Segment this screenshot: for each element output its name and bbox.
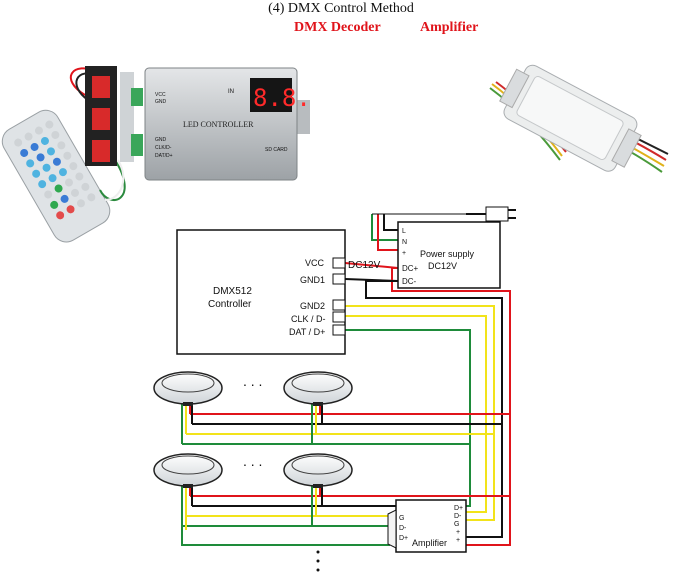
photo-sd-card-label: SD CARD bbox=[265, 147, 288, 153]
photo-in-label: IN bbox=[228, 89, 234, 95]
photo-device-name: LED CONTROLLER bbox=[183, 120, 254, 129]
amp-d-minus-in-label: D- bbox=[399, 525, 407, 532]
photo-gnd-top-label: GND bbox=[155, 99, 167, 105]
psu-dc-minus-label: DC- bbox=[402, 277, 417, 286]
controller-name-line2: Controller bbox=[208, 299, 252, 310]
amplifier-box: G D- D+ D+ D- G + + Amplifier bbox=[387, 499, 467, 553]
photo-dmx-decoder: 8.8. IN LED CONTROLLER VCC GND GND CLK/D… bbox=[144, 67, 311, 181]
amp-plus-out-label: + bbox=[456, 529, 460, 536]
amplifier-caption: Amplifier bbox=[420, 20, 479, 35]
amp-name-label: Amplifier bbox=[412, 538, 447, 548]
psu-name-line1: Power supply bbox=[420, 249, 475, 259]
psu-n-label: N bbox=[402, 239, 407, 246]
lamp-row-1: . . . bbox=[153, 371, 353, 406]
lamp-row-1-ellipsis: . . . bbox=[243, 373, 262, 389]
pool-lamp-icon bbox=[283, 453, 353, 488]
photo-amplifier bbox=[489, 64, 669, 173]
page-title: (4) DMX Control Method bbox=[268, 1, 414, 16]
psu-l-label: L bbox=[402, 228, 406, 235]
amp-d-minus-out-label: D- bbox=[454, 513, 462, 520]
pool-lamp-icon bbox=[153, 371, 223, 406]
psu-dc-plus-label: DC+ bbox=[402, 264, 419, 273]
lamp-row-2-ellipsis: . . . bbox=[243, 453, 262, 469]
photo-dat-label: DAT/D+ bbox=[155, 153, 173, 159]
continuation-dots bbox=[316, 550, 320, 572]
amp-g-in-label: G bbox=[399, 515, 404, 522]
dmx-decoder-caption: DMX Decoder bbox=[294, 20, 381, 35]
amp-g-out-label: G bbox=[454, 521, 459, 528]
photo-vcc-label: VCC bbox=[155, 92, 166, 98]
photo-clk-label: CLK/D- bbox=[155, 145, 172, 151]
controller-clk-label: CLK / D- bbox=[291, 314, 326, 324]
power-plug-icon bbox=[466, 206, 516, 222]
lamp-row-2: . . . bbox=[153, 453, 353, 488]
photo-gnd-label: GND bbox=[155, 137, 167, 143]
controller-gnd2-label: GND2 bbox=[300, 301, 325, 311]
controller-dat-label: DAT / D+ bbox=[289, 327, 325, 337]
photo-seven-segment-display: 8.8. bbox=[253, 84, 311, 112]
pool-lamp-icon bbox=[283, 371, 353, 406]
remote-control bbox=[1, 109, 111, 243]
photo-terminal-block bbox=[85, 66, 143, 166]
controller-dc-label: DC12V bbox=[348, 260, 381, 271]
pool-lamp-icon bbox=[153, 453, 223, 488]
controller-vcc-label: VCC bbox=[305, 258, 325, 268]
dmx512-controller: DMX512 Controller VCC GND1 GND2 CLK / D-… bbox=[176, 229, 381, 355]
psu-name-line2: DC12V bbox=[428, 261, 457, 271]
controller-name-line1: DMX512 bbox=[213, 286, 252, 297]
schematic-wires bbox=[181, 213, 511, 546]
amp-d-plus-out-label: D+ bbox=[454, 505, 463, 512]
amp-plus-out2-label: + bbox=[456, 537, 460, 544]
controller-gnd1-label: GND1 bbox=[300, 275, 325, 285]
power-supply: L N + DC+ DC- Power supply DC12V bbox=[397, 221, 501, 289]
psu-earth-label: + bbox=[402, 250, 406, 257]
amp-d-plus-in-label: D+ bbox=[399, 535, 408, 542]
